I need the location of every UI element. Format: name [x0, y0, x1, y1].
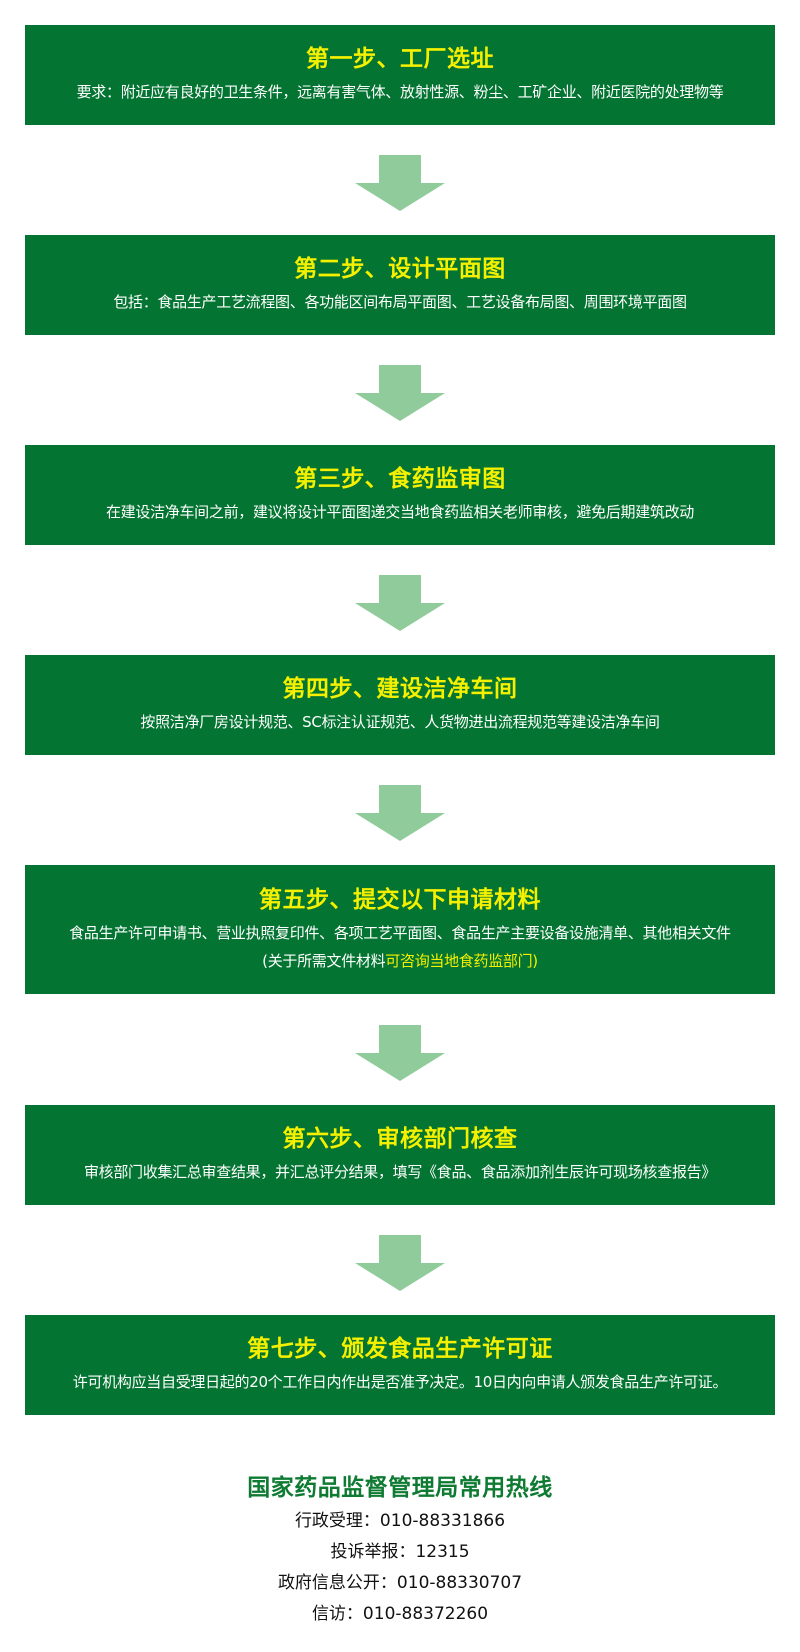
- step-1-description: 要求：附近应有良好的卫生条件，远离有害气体、放射性源、粉尘、工矿企业、附近医院的…: [76, 83, 724, 101]
- step-5-box: 第五步、提交以下申请材料 食品生产许可申请书、营业执照复印件、各项工艺平面图、食…: [25, 865, 775, 994]
- step-7-title: 第七步、颁发食品生产许可证: [247, 1336, 553, 1362]
- step-1-box: 第一步、工厂选址 要求：附近应有良好的卫生条件，远离有害气体、放射性源、粉尘、工…: [25, 25, 775, 125]
- step-4-description: 按照洁净厂房设计规范、SC标注认证规范、人货物进出流程规范等建设洁净车间: [140, 713, 660, 731]
- hotline-complaint-report: 投诉举报：12315: [330, 1542, 470, 1562]
- step-2-box: 第二步、设计平面图 包括：食品生产工艺流程图、各功能区间布局平面图、工艺设备布局…: [25, 235, 775, 335]
- step-5-note-highlight: 可咨询当地食药监部门): [385, 951, 538, 970]
- down-arrow-icon: [355, 575, 445, 631]
- hotline-title: 国家药品监督管理局常用热线: [247, 1475, 553, 1501]
- step-6-box: 第六步、审核部门核查 审核部门收集汇总审查结果，并汇总评分结果，填写《食品、食品…: [25, 1105, 775, 1205]
- step-7-description: 许可机构应当自受理日起的20个工作日内作出是否准予决定。10日内向申请人颁发食品…: [72, 1373, 728, 1391]
- step-1-title: 第一步、工厂选址: [306, 46, 494, 72]
- down-arrow-icon: [355, 365, 445, 421]
- step-2-description: 包括：食品生产工艺流程图、各功能区间布局平面图、工艺设备布局图、周围环境平面图: [113, 293, 687, 311]
- step-3-box: 第三步、食药监审图 在建设洁净车间之前，建议将设计平面图递交当地食药监相关老师审…: [25, 445, 775, 545]
- hotline-petition: 信访：010-88372260: [311, 1604, 489, 1624]
- down-arrow-icon: [355, 1235, 445, 1291]
- step-7-box: 第七步、颁发食品生产许可证 许可机构应当自受理日起的20个工作日内作出是否准予决…: [25, 1315, 775, 1415]
- step-5-description: 食品生产许可申请书、营业执照复印件、各项工艺平面图、食品生产主要设备设施清单、其…: [69, 923, 731, 942]
- step-5-note-plain: (关于所需文件材料: [262, 951, 386, 970]
- down-arrow-icon: [355, 155, 445, 211]
- step-6-title: 第六步、审核部门核查: [282, 1126, 518, 1152]
- step-4-box: 第四步、建设洁净车间 按照洁净厂房设计规范、SC标注认证规范、人货物进出流程规范…: [25, 655, 775, 755]
- hotline-section: 国家药品监督管理局常用热线 行政受理：010-88331866 投诉举报：123…: [0, 1470, 800, 1630]
- step-6-description: 审核部门收集汇总审查结果，并汇总评分结果，填写《食品、食品添加剂生辰许可现场核查…: [83, 1163, 717, 1181]
- step-4-title: 第四步、建设洁净车间: [282, 676, 518, 702]
- step-5-title: 第五步、提交以下申请材料: [259, 886, 541, 913]
- step-3-description: 在建设洁净车间之前，建议将设计平面图递交当地食药监相关老师审核，避免后期建筑改动: [105, 503, 694, 521]
- step-3-title: 第三步、食药监审图: [294, 466, 506, 492]
- hotline-gov-info-disclosure: 政府信息公开：010-88330707: [277, 1573, 523, 1593]
- step-2-title: 第二步、设计平面图: [294, 256, 506, 282]
- down-arrow-icon: [355, 1025, 445, 1081]
- hotline-admin-acceptance: 行政受理：010-88331866: [294, 1511, 506, 1531]
- step-5-note: (关于所需文件材料可咨询当地食药监部门): [262, 947, 538, 975]
- down-arrow-icon: [355, 785, 445, 841]
